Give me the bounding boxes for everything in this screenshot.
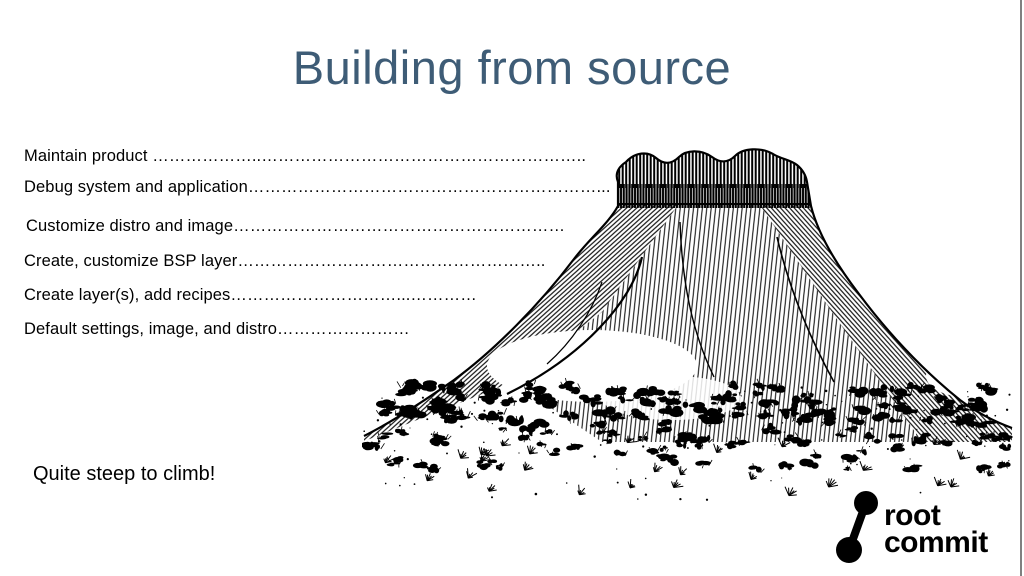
logo-wordmark: root commit [884,499,988,559]
ladder-row-create-layers: Create layer(s), add recipes…………………………..… [24,286,477,304]
root-commit-logo: root commit [836,486,988,568]
caption: Quite steep to climb! [33,463,216,485]
ladder-row-maintain-product: Maintain product ………………..………………………………………… [24,147,587,165]
commit-link-icon [836,491,878,563]
logo-line1: root [884,499,941,532]
desert-shrubs [362,377,1013,501]
ladder-row-create-bsp-layer: Create, customize BSP layer…………………………………… [24,252,546,270]
slide-right-border [1020,0,1022,576]
page-title: Building from source [292,41,732,94]
butte-illustration [362,148,1013,501]
ladder-row-default-settings: Default settings, image, and distro……………… [24,320,410,338]
ladder-row-customize-distro: Customize distro and image……………………………………… [26,217,566,235]
logo-line2: commit [884,526,988,559]
ladder-row-debug-system: Debug system and application………………………………… [24,178,611,196]
